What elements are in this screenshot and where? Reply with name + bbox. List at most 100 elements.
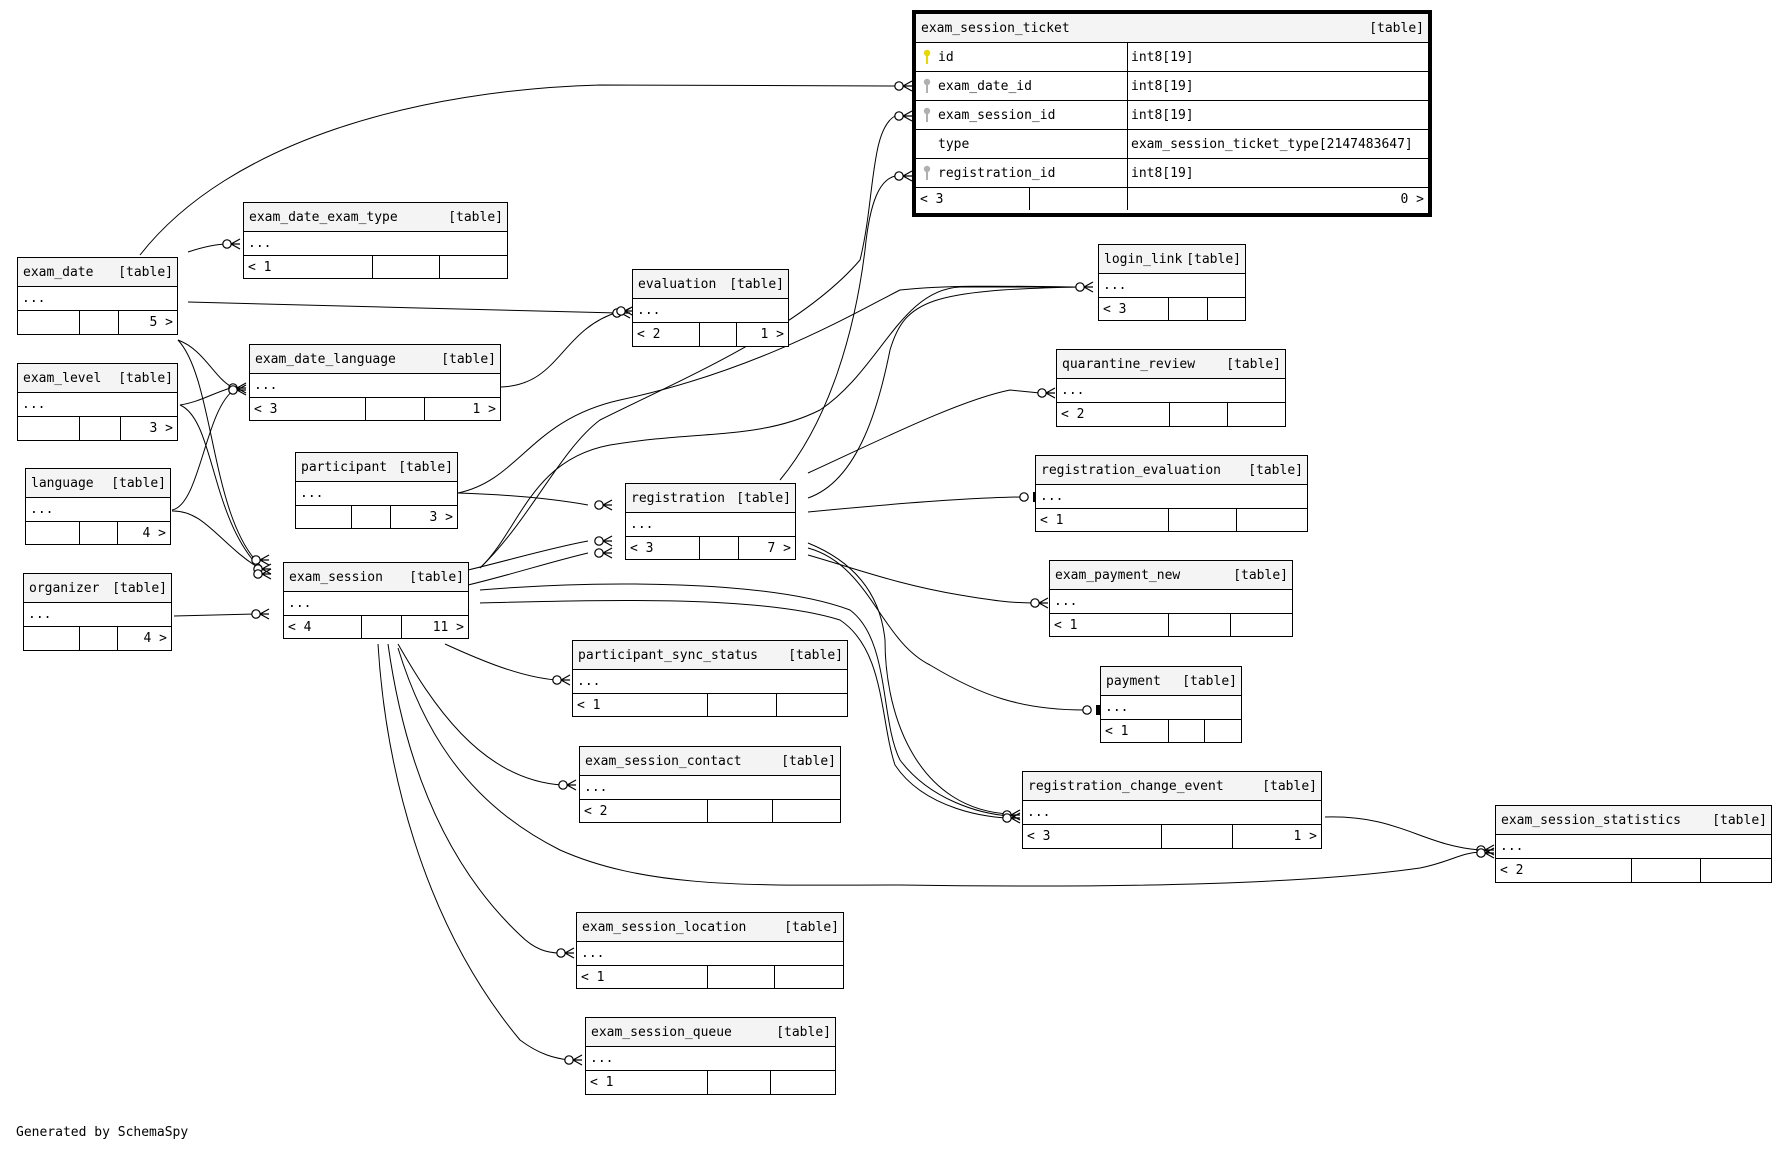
- parents-count[interactable]: < 2: [1057, 403, 1170, 426]
- table-kind: [table]: [1226, 356, 1281, 372]
- table-quarantine-review[interactable]: quarantine_review [table] ... < 2: [1056, 349, 1286, 427]
- children-count[interactable]: [775, 966, 843, 989]
- table-payment[interactable]: payment [table] ... < 1: [1100, 666, 1242, 743]
- table-organizer[interactable]: organizer [table] ... 4 >: [23, 573, 172, 651]
- parents-count[interactable]: < 1: [577, 966, 708, 989]
- children-count[interactable]: [771, 1071, 835, 1094]
- link-language-es: [171, 510, 263, 571]
- table-footer: 3 >: [296, 506, 457, 529]
- children-count[interactable]: [440, 256, 507, 279]
- parents-count[interactable]: < 1: [586, 1071, 708, 1094]
- table-participant-sync-status[interactable]: participant_sync_status [table] ... < 1: [572, 640, 848, 717]
- parents-count[interactable]: < 3: [250, 398, 366, 421]
- children-count[interactable]: 7 >: [767, 541, 791, 556]
- parents-count[interactable]: < 1: [244, 256, 373, 279]
- table-kind: [table]: [118, 264, 173, 280]
- children-count[interactable]: 1 >: [1293, 829, 1317, 844]
- children-count[interactable]: 3 >: [429, 510, 453, 525]
- table-registration-change-event[interactable]: registration_change_event [table] ... < …: [1022, 771, 1322, 849]
- parents-count[interactable]: < 1: [1036, 509, 1169, 532]
- parents-count[interactable]: < 1: [1050, 614, 1169, 637]
- table-exam-session-location[interactable]: exam_session_location [table] ... < 1: [576, 912, 844, 989]
- table-login-link[interactable]: login_link [table] ... < 3: [1098, 244, 1246, 321]
- children-count[interactable]: [1208, 298, 1245, 321]
- table-name: participant_sync_status: [578, 647, 759, 663]
- table-participant[interactable]: participant [table] ... 3 >: [295, 452, 458, 529]
- table-footer: < 4 11 >: [284, 616, 468, 639]
- children-count[interactable]: [1237, 509, 1307, 532]
- children-count[interactable]: [1228, 403, 1285, 426]
- footer-spacer: [1030, 188, 1128, 210]
- parents-count[interactable]: [296, 506, 352, 529]
- table-name: organizer: [29, 580, 100, 596]
- children-count[interactable]: [1205, 720, 1241, 743]
- column-row: exam_date_id int8[19]: [916, 72, 1428, 101]
- foreign-key-icon: [920, 78, 934, 94]
- parents-count[interactable]: < 1: [1101, 720, 1169, 743]
- children-count[interactable]: [1701, 859, 1771, 882]
- parents-count[interactable]: [24, 627, 80, 650]
- table-exam-level[interactable]: exam_level [table] ... 3 >: [17, 363, 178, 441]
- crows-foot-many-marker: [602, 535, 613, 547]
- columns-collapsed: ...: [1099, 274, 1245, 298]
- footer-spacer: [352, 506, 391, 529]
- table-exam-date-exam-type[interactable]: exam_date_exam_type [table] ... < 1: [243, 202, 508, 279]
- children-count[interactable]: [1231, 614, 1292, 637]
- table-exam-payment-new[interactable]: exam_payment_new [table] ... < 1: [1049, 560, 1293, 637]
- parents-count[interactable]: < 3: [1023, 825, 1162, 848]
- children-count[interactable]: 3 >: [149, 421, 173, 436]
- parents-count[interactable]: < 2: [633, 323, 700, 346]
- parents-count[interactable]: [26, 522, 80, 545]
- link-organizer-es: [173, 613, 257, 617]
- parents-count[interactable]: < 2: [580, 800, 708, 823]
- column-row: type exam_session_ticket_type[2147483647…: [916, 130, 1428, 159]
- children-count[interactable]: 1 >: [760, 327, 784, 342]
- table-exam-session-statistics[interactable]: exam_session_statistics [table] ... < 2: [1495, 805, 1772, 883]
- table-name: language: [31, 475, 94, 491]
- table-header: evaluation [table]: [633, 270, 788, 299]
- table-footer: < 2: [1496, 859, 1771, 882]
- children-count[interactable]: 11 >: [432, 620, 464, 635]
- table-kind: [table]: [441, 351, 496, 367]
- link-edl-evaluation: [500, 311, 619, 388]
- parents-count[interactable]: < 3: [626, 537, 700, 560]
- parents-count[interactable]: < 3: [916, 188, 1030, 210]
- table-kind: [table]: [1369, 20, 1424, 36]
- table-evaluation[interactable]: evaluation [table] ... < 2 1 >: [632, 269, 789, 347]
- table-footer: < 1: [586, 1071, 835, 1094]
- table-header: login_link [table]: [1099, 245, 1245, 274]
- table-language[interactable]: language [table] ... 4 >: [25, 468, 171, 545]
- children-count[interactable]: [773, 800, 840, 823]
- children-count[interactable]: 0 >: [1400, 191, 1424, 207]
- children-count[interactable]: 4 >: [142, 526, 166, 541]
- table-exam-date-language[interactable]: exam_date_language [table] ... < 3 1 >: [249, 344, 501, 421]
- table-exam-session-contact[interactable]: exam_session_contact [table] ... < 2: [579, 746, 841, 823]
- table-footer: < 3 1 >: [250, 398, 500, 421]
- link-exam-level-es: [179, 404, 263, 571]
- children-count[interactable]: 1 >: [472, 402, 496, 417]
- table-footer: < 1: [244, 256, 507, 279]
- link-exam-level-edl: [179, 386, 235, 406]
- parents-count[interactable]: < 4: [284, 616, 362, 639]
- table-registration[interactable]: registration [table] ... < 3 7 >: [625, 483, 796, 560]
- table-header: participant [table]: [296, 453, 457, 482]
- table-exam-session[interactable]: exam_session [table] ... < 4 11 >: [283, 562, 469, 639]
- children-count[interactable]: [777, 694, 847, 717]
- table-exam-session-ticket[interactable]: exam_session_ticket [table] id int8[19] …: [912, 10, 1432, 217]
- table-registration-evaluation[interactable]: registration_evaluation [table] ... < 1: [1035, 455, 1308, 532]
- link-registration-payment-new: [807, 554, 1034, 604]
- table-exam-session-queue[interactable]: exam_session_queue [table] ... < 1: [585, 1017, 836, 1095]
- children-count[interactable]: 5 >: [149, 315, 173, 330]
- parents-count[interactable]: < 1: [573, 694, 708, 717]
- link-exam-date-edl: [177, 339, 235, 389]
- table-kind: [table]: [729, 276, 784, 292]
- table-exam-date[interactable]: exam_date [table] ... 5 >: [17, 257, 178, 335]
- parents-count[interactable]: < 2: [1496, 859, 1632, 882]
- table-name: exam_session_location: [582, 919, 747, 935]
- children-count[interactable]: 4 >: [143, 631, 167, 646]
- parents-count[interactable]: [18, 417, 80, 440]
- footer-spacer: [1169, 509, 1237, 532]
- parents-count[interactable]: < 3: [1099, 298, 1169, 321]
- column-name: exam_session_id: [938, 107, 1056, 123]
- parents-count[interactable]: [18, 311, 80, 334]
